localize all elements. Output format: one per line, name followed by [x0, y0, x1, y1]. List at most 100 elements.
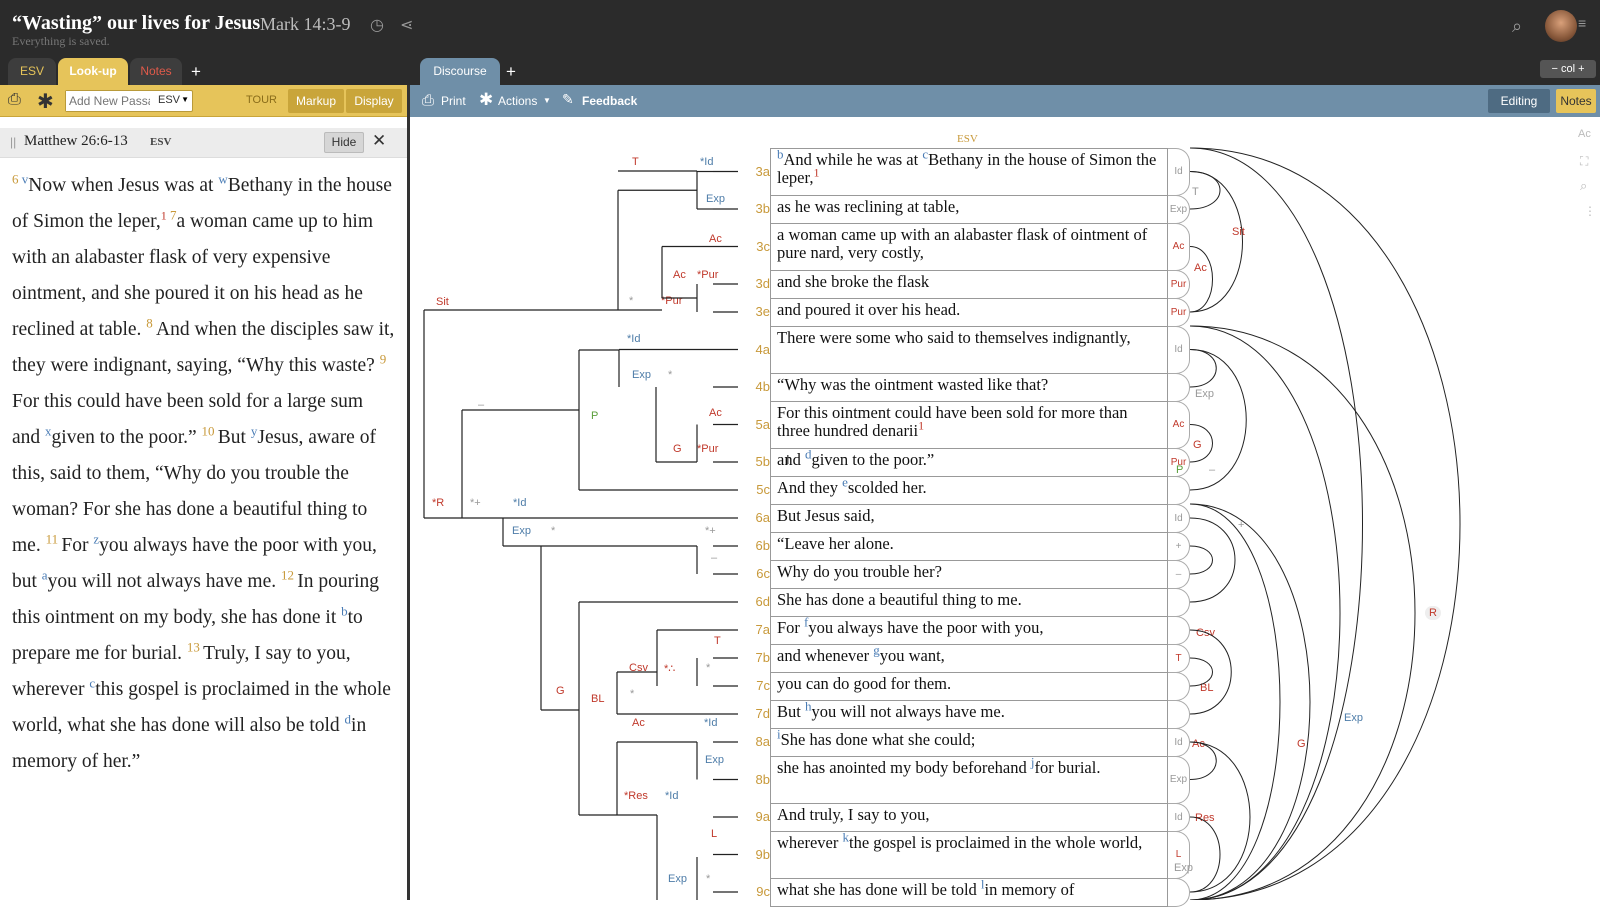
cross-reference[interactable]: z — [93, 531, 100, 547]
add-passage-input[interactable] — [66, 91, 150, 111]
cross-reference[interactable]: f — [804, 614, 809, 630]
relation-label[interactable]: * — [629, 295, 634, 307]
proposition-row[interactable]: wherever kthe gospel is proclaimed in th… — [770, 831, 1168, 879]
proposition-row[interactable]: and poured it over his head. — [770, 298, 1168, 327]
relation-label[interactable]: *Id — [665, 790, 679, 802]
relation-label[interactable]: * — [706, 873, 711, 885]
proposition-row[interactable]: Why do you trouble her? — [770, 560, 1168, 589]
zoom-icon[interactable]: ⌕ — [1580, 178, 1588, 193]
cross-reference[interactable]: d — [804, 446, 812, 462]
arc-label[interactable]: BL — [1200, 682, 1214, 694]
cross-reference[interactable]: j — [1030, 754, 1035, 770]
arc-label[interactable]: T — [1192, 186, 1199, 198]
relation-label[interactable]: Exp — [668, 873, 687, 885]
relation-label[interactable]: P — [591, 410, 599, 422]
relation-label[interactable]: *R — [432, 497, 445, 509]
relation-label[interactable]: G — [556, 685, 565, 697]
study-reference[interactable]: Mark 14:3-9 — [260, 14, 351, 34]
relation-label[interactable]: – — [478, 399, 485, 411]
relation-label[interactable]: G — [673, 443, 682, 455]
relation-label[interactable]: * — [668, 369, 673, 381]
cross-reference[interactable]: g — [873, 642, 880, 658]
proposition-row[interactable]: and she broke the flask — [770, 270, 1168, 299]
font-size-icon[interactable]: Ac — [1578, 128, 1591, 140]
cross-reference[interactable]: l — [980, 876, 985, 892]
tour-link[interactable]: TOUR — [246, 94, 277, 106]
cross-reference[interactable]: w — [218, 171, 228, 187]
relation-label[interactable]: Ac — [709, 233, 722, 245]
cross-reference[interactable]: x — [45, 423, 52, 439]
proposition-row[interactable]: and whenever gyou want, — [770, 644, 1168, 673]
relation-label[interactable]: *Id — [700, 156, 714, 168]
tab-esv[interactable]: ESV — [8, 58, 56, 85]
relation-label[interactable]: – — [711, 552, 718, 564]
proposition-row[interactable]: she has anointed my body beforehand jfor… — [770, 756, 1168, 804]
cross-reference[interactable]: b — [341, 603, 348, 619]
proposition-row[interactable]: “Leave her alone. — [770, 532, 1168, 561]
tab-look-up[interactable]: Look-up — [58, 58, 128, 85]
clock-icon[interactable]: ◷ — [370, 17, 384, 34]
footnote-marker[interactable]: 1 — [918, 418, 925, 433]
arc-label[interactable]: R — [1425, 606, 1441, 620]
relation-label[interactable]: *Id — [704, 717, 718, 729]
proposition-row[interactable]: And they escolded her. — [770, 476, 1168, 505]
print-button[interactable]: Print — [441, 94, 466, 108]
add-tab-icon[interactable]: + — [506, 62, 516, 81]
notes-button[interactable]: Notes — [1556, 89, 1596, 113]
cross-reference[interactable]: k — [842, 829, 850, 845]
menu-icon[interactable]: ≡ — [1578, 15, 1587, 31]
relation-label[interactable]: * — [706, 662, 711, 674]
tab-discourse[interactable]: Discourse — [420, 58, 500, 85]
arc-label[interactable]: G — [1297, 738, 1306, 750]
arc-label[interactable]: – — [1209, 464, 1216, 476]
relation-label[interactable]: Exp — [705, 754, 724, 766]
arc-label[interactable]: Exp — [1344, 712, 1363, 724]
cross-reference[interactable]: c — [89, 675, 96, 691]
cross-reference[interactable]: y — [250, 423, 258, 439]
relation-label[interactable]: *+ — [470, 497, 481, 509]
avatar[interactable] — [1545, 10, 1577, 42]
relation-label[interactable]: Exp — [512, 525, 531, 537]
hide-button[interactable]: Hide — [324, 132, 364, 153]
tab-notes[interactable]: Notes — [130, 58, 182, 85]
markup-button[interactable]: Markup — [288, 89, 344, 113]
relation-label[interactable]: *Id — [513, 497, 527, 509]
relation-label[interactable]: T — [632, 156, 639, 168]
cross-reference[interactable]: h — [804, 698, 812, 714]
relation-label[interactable]: Csv — [629, 662, 648, 674]
cross-reference[interactable]: b — [777, 146, 784, 162]
proposition-row[interactable]: iShe has done what she could; — [770, 728, 1168, 757]
proposition-row[interactable]: as he was reclining at table, — [770, 195, 1168, 224]
add-tab-icon[interactable]: + — [191, 62, 201, 81]
arc-label[interactable]: Exp — [1195, 388, 1214, 400]
arc-label[interactable]: + — [1238, 519, 1245, 531]
arc-label[interactable]: Res — [1195, 812, 1215, 824]
relation-label[interactable]: Exp — [632, 369, 651, 381]
relation-label[interactable]: * — [630, 688, 635, 700]
arc-label[interactable]: Ac — [1194, 262, 1207, 274]
share-icon[interactable]: ⋖ — [400, 17, 414, 34]
relation-label[interactable]: *Res — [624, 790, 648, 802]
arc-label[interactable]: G — [1193, 439, 1202, 451]
panel-divider[interactable] — [407, 85, 410, 900]
proposition-row[interactable]: “Why was the ointment wasted like that? — [770, 373, 1168, 402]
fullscreen-icon[interactable]: ⛶ — [1580, 154, 1589, 168]
cross-reference[interactable]: a — [41, 567, 48, 583]
relation-label[interactable]: Exp — [706, 193, 725, 205]
relation-label[interactable]: *Id — [627, 333, 641, 345]
actions-menu[interactable]: Actions — [498, 94, 538, 108]
proposition-row[interactable]: bAnd while he was at cBethany in the hou… — [770, 148, 1168, 196]
asterisk-icon[interactable]: ✱ — [37, 91, 54, 113]
relation-label[interactable]: L — [711, 828, 718, 840]
feedback-button[interactable]: Feedback — [582, 94, 638, 108]
footnote-marker[interactable]: 1 — [160, 208, 167, 223]
more-icon[interactable]: ⋮ — [1584, 204, 1596, 218]
search-icon[interactable]: ⌕ — [1512, 16, 1523, 36]
relation-label[interactable]: Sit — [436, 296, 449, 308]
arc-label[interactable]: Exp — [1174, 862, 1193, 874]
relation-label[interactable]: Ac — [673, 269, 686, 281]
arc-label[interactable]: P — [1176, 464, 1184, 476]
column-control[interactable]: − col + — [1540, 60, 1596, 78]
relation-label[interactable]: *Pur — [697, 443, 719, 455]
footnote-marker[interactable]: 1 — [813, 165, 820, 180]
